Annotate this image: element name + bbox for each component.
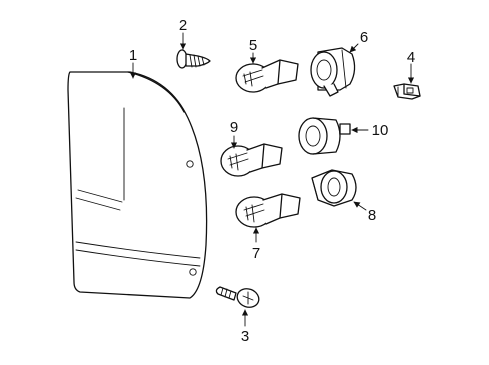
callout-3: 3 xyxy=(241,328,249,345)
screw-upper xyxy=(176,49,211,69)
callout-9: 9 xyxy=(230,119,238,136)
callout-7: 7 xyxy=(252,245,260,262)
bulb-middle xyxy=(220,143,283,177)
bulb-lower xyxy=(235,193,301,228)
leader-lines xyxy=(129,32,415,327)
callout-6: 6 xyxy=(360,29,368,46)
callout-8: 8 xyxy=(368,207,376,224)
screw-lower xyxy=(215,286,260,308)
bulb-upper xyxy=(235,59,299,93)
callout-4: 4 xyxy=(407,49,415,66)
callout-5: 5 xyxy=(249,37,257,54)
clip-part xyxy=(393,83,421,100)
socket-upper xyxy=(310,47,356,97)
callout-2: 2 xyxy=(179,17,187,34)
socket-lower xyxy=(311,169,357,207)
callout-10: 10 xyxy=(372,122,389,139)
callout-labels: 1 2 3 4 5 6 7 8 9 10 xyxy=(129,17,415,345)
callout-1: 1 xyxy=(129,47,137,64)
socket-middle xyxy=(298,117,351,155)
tail-lamp-housing xyxy=(67,71,208,299)
